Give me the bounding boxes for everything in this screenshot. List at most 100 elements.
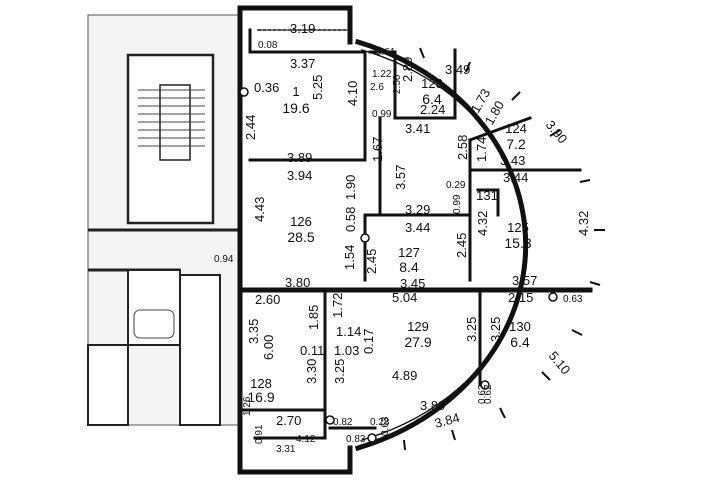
dimension: 3.84 [433,410,461,431]
dimension: 2.60 [255,292,280,307]
dimension: 0.11 [300,343,324,358]
dimension: 0.94 [214,254,234,265]
dimension: 3.49 [445,62,470,77]
dimension: 0.83 [346,434,366,445]
dimension: 2.58 [455,135,470,160]
dimension: 3.29 [405,202,430,217]
dimension: 4.10 [345,81,360,106]
room-number: 129 [407,319,429,334]
room-number: 1 [292,84,299,99]
dimension: 3.89 [420,398,445,413]
dimension: 6.00 [261,335,276,360]
room-number: 131 [476,188,498,203]
dimension: 2.44 [243,115,258,140]
room-labels: 1 19.6 123 6.4 124 7.2 125 15.3 126 28.5… [247,76,531,405]
dimension: 1.26 [242,396,253,416]
room-area: 16.9 [247,389,274,405]
dimension: 3.80 [285,275,310,290]
dimension: 3.57 [393,165,408,190]
dimension: 4.43 [252,197,267,222]
dimension: 1.03 [334,343,359,358]
dimension: 0.63 [380,416,391,436]
dimension: 2.70 [276,413,301,428]
dimension: 3.41 [405,121,430,136]
room-area: 28.5 [287,229,314,245]
dimension: 1.90 [343,175,358,200]
room-number: 124 [505,121,527,136]
dimension: 4.12 [296,434,316,445]
columns [239,87,558,443]
dimension: 0.82 [333,417,353,428]
room-number: 125 [507,220,529,235]
dimension: 3.89 [287,150,312,165]
dimension: 2.45 [454,233,469,258]
dimension: 3.25 [332,359,347,384]
dimension: 3.44 [405,220,430,235]
dimension: 3.94 [287,168,312,183]
dimension: 0.62 [477,384,488,404]
dimension: 0.36 [254,80,279,95]
dimension: 3.30 [304,359,319,384]
dimension: 0.62 [483,384,494,404]
neighbor-room [179,274,221,426]
dimension: 5.04 [392,290,417,305]
dimension: 0.99 [372,109,392,120]
dimension: 3.25 [488,317,503,342]
room-number: 128 [250,376,272,391]
dimension: 2.45 [364,249,379,274]
room-area: 27.9 [404,334,431,350]
dimension: 0.08 [258,40,278,51]
dimension-labels: 3.19 0.08 3.37 0.61 0.36 5.25 4.10 2.89 … [214,21,591,455]
dimension: 3.43 [500,153,525,168]
room-area: 6.4 [510,334,530,350]
room-number: 123 [421,76,443,91]
column [480,380,490,390]
dimension: 1.72 [330,293,345,318]
column [367,433,377,443]
dimension: 3.25 [464,317,479,342]
dimension: 3.19 [290,21,315,36]
curved-facade [354,38,529,452]
dimension: 1.67 [370,137,385,162]
neighbor-room [87,344,129,426]
dimension: 0.58 [343,207,358,232]
dimension: 3.35 [246,319,261,344]
room-number: 130 [509,319,531,334]
dimension: 1.22 [372,69,392,80]
neighbor-section [87,14,239,426]
dimension: 0.99 [452,194,463,214]
dimension: 3.90 [543,117,571,146]
dimension: 0.61 [376,47,396,58]
curved-facade-inner [361,49,528,441]
dimension: 2.24 [420,102,445,117]
column [325,415,335,425]
column [239,87,249,97]
room-area: 7.2 [506,136,526,152]
room-area: 19.6 [282,100,309,116]
dimension: 3.44 [503,170,528,185]
column [360,233,370,243]
dimension: 4.32 [576,211,591,236]
dimension: 5.10 [546,348,574,377]
dimension: 1.85 [306,305,321,330]
room-area: 8.4 [399,259,419,275]
dimension: 0.29 [446,180,466,191]
dimension: 1.74 [474,137,489,162]
dimension: 3.37 [290,56,315,71]
stair-steps [138,84,205,161]
room-number: 126 [290,214,312,229]
bathtub [133,309,175,339]
dimension: 0.63 [563,294,583,305]
dimension: 3.31 [276,444,296,455]
dimension: 2.15 [508,290,533,305]
dimension: 2.89 [400,57,415,82]
interior-walls [237,28,593,440]
dimension: 1.54 [342,245,357,270]
dimension: 2.6 [370,82,384,93]
dimension: 0.17 [361,329,376,354]
room-area: 6.4 [422,91,442,107]
dimension: 3.45 [400,276,425,291]
dimension: 5.25 [310,75,325,100]
room-number: 127 [398,245,420,260]
